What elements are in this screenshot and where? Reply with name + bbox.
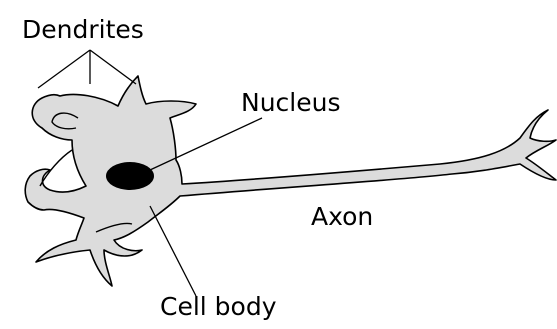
dendrite-branch-left [40, 150, 72, 186]
label-cell-body: Cell body [160, 294, 277, 319]
nucleus [106, 162, 154, 190]
label-dendrites: Dendrites [22, 17, 144, 42]
label-axon: Axon [311, 204, 373, 229]
pointer-dendrites-right [90, 50, 136, 84]
pointer-dendrites-left [38, 50, 90, 88]
pointer-cell-body [150, 206, 196, 296]
label-nucleus: Nucleus [241, 90, 341, 115]
